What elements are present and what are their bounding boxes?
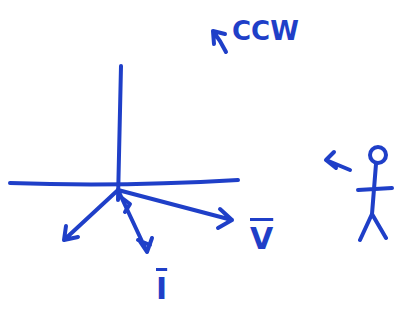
voltage-label: V <box>250 224 273 254</box>
right-angle-mark <box>122 198 130 212</box>
phasor-arrow <box>64 190 118 240</box>
rotation-label: CCW <box>232 18 299 44</box>
view-arrow <box>326 152 350 170</box>
horizontal-axis <box>10 180 238 184</box>
voltage-phasor <box>118 190 232 228</box>
current-label: I <box>156 274 167 304</box>
vertical-axis <box>118 66 121 200</box>
observer-head <box>370 147 386 163</box>
observer-body <box>358 164 392 240</box>
rotation-arrow <box>213 31 226 52</box>
